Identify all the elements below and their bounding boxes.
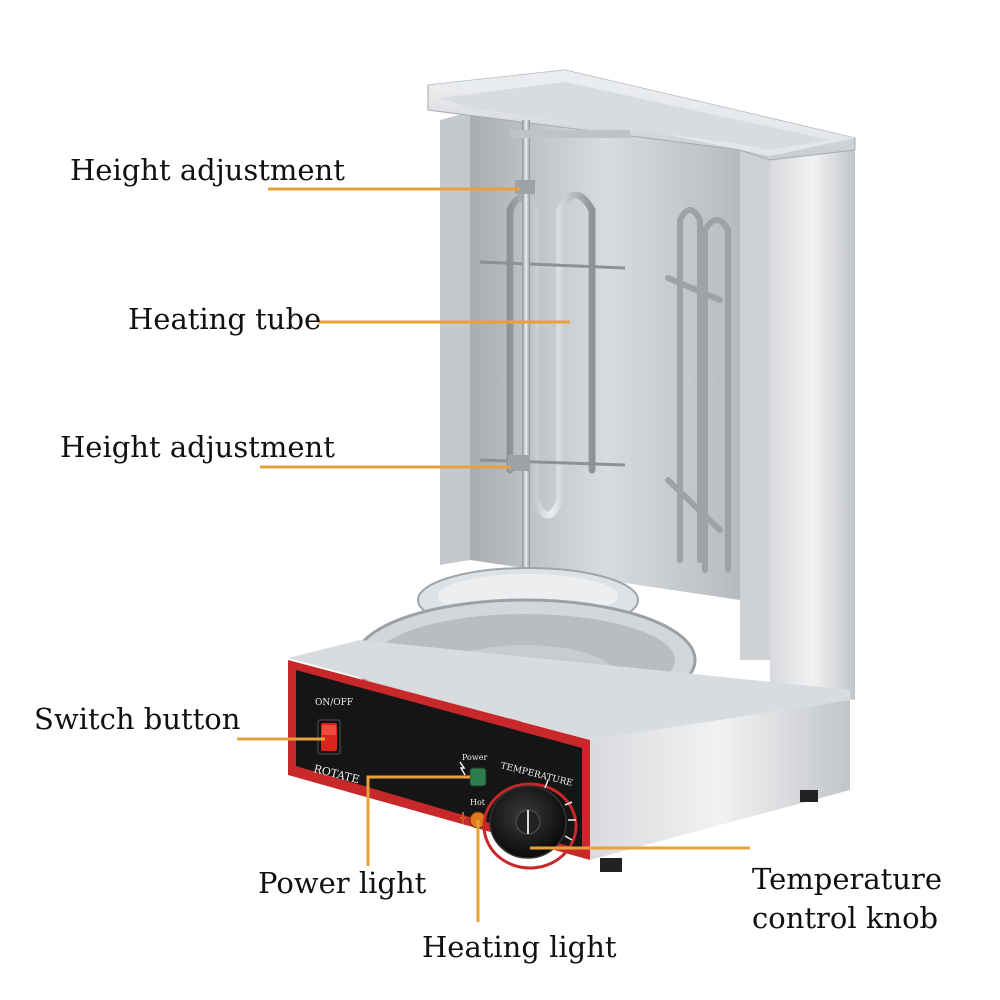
heating-indicator-icon [460, 811, 487, 829]
side-heating-tube [665, 207, 731, 573]
label-power-light: Power light [258, 866, 427, 900]
thermostat-knob-icon [482, 779, 578, 870]
power-indicator-icon [459, 761, 487, 787]
switch-icon [317, 719, 341, 755]
label-switch-button: Switch button [34, 702, 241, 736]
label-temperature-control-knob: Temperature control knob [752, 862, 942, 936]
leader-lines [237, 187, 750, 922]
panel-hot-text: Hot [470, 798, 486, 807]
label-heating-tube: Heating tube [128, 302, 322, 336]
panel-power-text: Power [462, 753, 487, 762]
leader-power [366, 775, 470, 866]
label-height-adjustment-top: Height adjustment [70, 153, 345, 187]
panel-on-off-text: ON/OFF [315, 698, 353, 708]
spit-rod [522, 120, 530, 680]
base-unit [288, 640, 850, 872]
label-heating-light: Heating light [422, 930, 617, 964]
label-height-adjustment-mid: Height adjustment [60, 430, 335, 464]
